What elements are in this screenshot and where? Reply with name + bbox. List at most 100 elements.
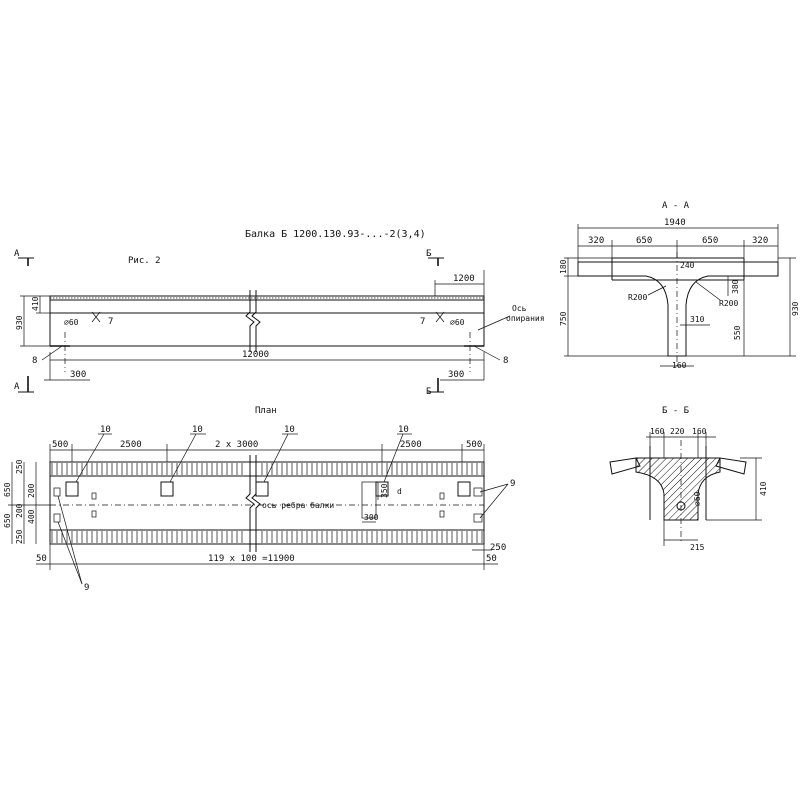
svg-text:930: 930 <box>791 301 800 316</box>
elevation-dim-height: 930 410 <box>15 295 50 347</box>
svg-text:R200: R200 <box>628 293 647 302</box>
plan-callout-10-a: 10 <box>75 425 112 483</box>
svg-text:350: 350 <box>380 483 389 498</box>
svg-text:7: 7 <box>108 317 113 327</box>
svg-text:50: 50 <box>486 554 497 564</box>
svg-text:650: 650 <box>636 236 652 246</box>
plan-dims-bottom: 50 119 x 100 =11900 50 250 <box>36 543 506 570</box>
plan-callout-10-d: 10 <box>383 425 412 483</box>
svg-text:500: 500 <box>52 440 68 450</box>
svg-text:220: 220 <box>670 427 685 436</box>
plan-dims-top: 500 2500 2 x 3000 2500 500 <box>49 440 485 462</box>
svg-text:200: 200 <box>15 503 24 518</box>
plan-axis-label: ось ребра балки <box>262 500 334 510</box>
svg-text:8: 8 <box>503 356 508 366</box>
svg-text:300: 300 <box>70 370 86 380</box>
svg-text:⌀60: ⌀60 <box>64 318 79 327</box>
svg-text:7: 7 <box>420 317 425 327</box>
svg-text:1200: 1200 <box>453 274 475 284</box>
elevation-dim-12000: 12000 <box>49 350 485 380</box>
svg-text:10: 10 <box>398 425 409 435</box>
svg-text:310: 310 <box>690 315 705 324</box>
elevation-callout-8-right: 8 <box>473 345 508 366</box>
svg-text:180: 180 <box>559 259 568 274</box>
svg-text:300: 300 <box>448 370 464 380</box>
svg-text:200: 200 <box>27 483 36 498</box>
section-marker-b-bottom: Б <box>426 378 444 397</box>
svg-text:550: 550 <box>733 325 742 340</box>
section-marker-b-top: Б <box>426 249 444 266</box>
svg-text:250: 250 <box>490 543 506 553</box>
svg-text:А: А <box>14 382 20 392</box>
elevation-hole-right: ⌀60 7 <box>420 311 465 327</box>
beam-elevation <box>49 290 485 372</box>
svg-text:2500: 2500 <box>400 440 422 450</box>
svg-text:9: 9 <box>84 583 89 593</box>
plan-label: План <box>255 406 277 416</box>
svg-text:8: 8 <box>32 356 37 366</box>
svg-text:410: 410 <box>31 296 40 311</box>
svg-text:9: 9 <box>510 479 515 489</box>
svg-text:215: 215 <box>690 543 705 552</box>
svg-text:650: 650 <box>702 236 718 246</box>
svg-text:10: 10 <box>100 425 111 435</box>
svg-text:⌀60: ⌀60 <box>450 318 465 327</box>
svg-text:300: 300 <box>364 513 379 522</box>
svg-text:А: А <box>14 249 20 259</box>
svg-text:12000: 12000 <box>242 350 269 360</box>
svg-text:410: 410 <box>759 481 768 496</box>
plan-dims-left: 650 650 250 250 200 200 400 <box>3 459 50 544</box>
section-marker-a-top: А <box>14 249 34 266</box>
section-aa-dims-bottom: 160 R200 R200 <box>628 281 738 370</box>
svg-text:Б: Б <box>426 387 431 397</box>
section-marker-a-bottom: А <box>14 376 34 393</box>
svg-text:930: 930 <box>15 315 24 330</box>
beam-plan <box>49 455 485 552</box>
plan-callout-10-b: 10 <box>169 425 206 483</box>
plan-dim-350: 350 d 300 <box>362 482 402 523</box>
section-aa-dims-left: 180 750 <box>559 257 668 357</box>
section-bb-label: Б - Б <box>662 406 689 416</box>
section-bb-shape <box>609 440 747 544</box>
svg-text:240: 240 <box>680 261 695 270</box>
elevation-dim-300-left: 300 <box>44 370 90 381</box>
svg-text:опирания: опирания <box>506 314 545 323</box>
plan-callout-9-left: 9 <box>57 495 89 593</box>
section-aa-dims-top: 1940 320 650 650 320 240 <box>577 218 779 270</box>
drawing-title: Балка Б 1200.130.93-...-2(3,4) <box>245 229 426 240</box>
svg-text:750: 750 <box>559 311 568 326</box>
plan-callout-10-c: 10 <box>263 425 298 483</box>
svg-text:320: 320 <box>588 236 604 246</box>
section-bb-dims: 160 220 160 410 ⌀60 215 <box>646 427 768 552</box>
svg-text:500: 500 <box>466 440 482 450</box>
svg-text:Ось: Ось <box>512 304 527 313</box>
svg-text:250: 250 <box>15 459 24 474</box>
svg-text:650: 650 <box>3 482 12 497</box>
svg-text:2 x 3000: 2 x 3000 <box>215 440 258 450</box>
svg-text:2500: 2500 <box>120 440 142 450</box>
svg-text:Б: Б <box>426 249 431 259</box>
svg-text:10: 10 <box>284 425 295 435</box>
elevation-callout-8-left: 8 <box>32 345 63 366</box>
svg-text:650: 650 <box>3 513 12 528</box>
svg-text:50: 50 <box>36 554 47 564</box>
svg-text:250: 250 <box>15 529 24 544</box>
section-aa-dims-right: 930 550 380 310 <box>680 257 800 357</box>
svg-text:380: 380 <box>731 279 740 294</box>
figure-label: Рис. 2 <box>128 256 161 266</box>
section-aa-shape <box>577 252 779 366</box>
elevation-dim-1200: 1200 <box>434 270 485 296</box>
svg-text:R200: R200 <box>719 299 738 308</box>
svg-text:⌀60: ⌀60 <box>693 491 702 506</box>
svg-text:160: 160 <box>692 427 707 436</box>
svg-text:160: 160 <box>650 427 665 436</box>
plan-callout-9-right: 9 <box>479 479 515 519</box>
svg-text:320: 320 <box>752 236 768 246</box>
svg-text:10: 10 <box>192 425 203 435</box>
svg-text:400: 400 <box>27 509 36 524</box>
svg-text:d: d <box>397 487 402 496</box>
svg-text:119 x 100 =11900: 119 x 100 =11900 <box>208 554 295 564</box>
elevation-hole-left: ⌀60 7 <box>64 311 113 327</box>
section-aa-label: А - А <box>662 201 690 211</box>
